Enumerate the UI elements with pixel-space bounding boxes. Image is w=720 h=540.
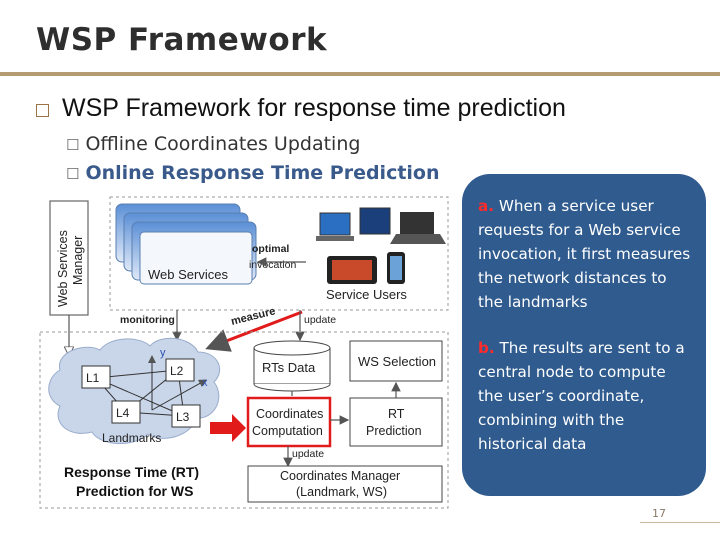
- service-users-label: Service Users: [326, 287, 407, 302]
- step-a-marker: a.: [478, 197, 495, 215]
- axis-y-label: y: [160, 347, 166, 359]
- landmark-l4: [111, 400, 141, 424]
- rts-data-cylinder: [253, 340, 331, 392]
- landmarks-label: Landmarks: [102, 431, 161, 445]
- optimal-label: optimal: [252, 243, 289, 255]
- update-bottom-label: update: [292, 448, 324, 460]
- ws-manager-label: Web Services: [56, 230, 70, 307]
- network-cloud: [48, 337, 220, 445]
- rt-pred-line2: Prediction: [366, 424, 422, 438]
- sub-item-offline: ☐ Offline Coordinates Updating: [66, 133, 360, 155]
- sub-item-label: Offline Coordinates Updating: [85, 133, 361, 155]
- top-dashed-area: [109, 196, 449, 311]
- monitoring-label: monitoring: [120, 314, 175, 326]
- rt-title-line1: Response Time (RT): [64, 464, 199, 480]
- highlight-arrow: [210, 414, 246, 442]
- coords-mgr-line1: Coordinates Manager: [280, 469, 400, 483]
- coords-comp-line1: Coordinates: [256, 407, 323, 421]
- web-services-icon: [115, 203, 257, 285]
- explanation-callout: a. When a service user requests for a We…: [462, 174, 706, 496]
- bottom-dashed-area: [39, 331, 449, 509]
- rt-title-line2: Prediction for WS: [76, 483, 193, 499]
- measure-arrow: [205, 310, 303, 352]
- coords-mgr-line2: (Landmark, WS): [296, 485, 387, 499]
- rt-prediction-box: [349, 397, 443, 447]
- service-users-icons: [316, 207, 446, 284]
- web-services-label: Web Services: [148, 267, 228, 282]
- landmark-l4-label: L4: [116, 406, 130, 420]
- rt-pred-line1: RT: [388, 407, 405, 421]
- checkbox-icon: ☐: [66, 165, 80, 183]
- landmark-l3-label: L3: [176, 410, 190, 424]
- ws-manager-label: Manager: [71, 236, 85, 285]
- landmark-l3: [171, 404, 201, 428]
- page-number: 17: [652, 507, 666, 520]
- landmark-l2-label: L2: [170, 364, 184, 378]
- landmark-l2: [165, 358, 195, 382]
- landmark-l1: [81, 365, 111, 389]
- ws-manager-box: [49, 200, 89, 316]
- callout-step-b: b. The results are sent to a central nod…: [478, 336, 692, 456]
- invocation-label: invocation: [249, 259, 296, 271]
- main-bullet: WSP Framework for response time predicti…: [62, 94, 566, 122]
- coords-comp-line2: Computation: [252, 424, 323, 438]
- coordinates-manager-box: [247, 465, 443, 503]
- sub-item-label: Online Response Time Prediction: [85, 162, 440, 184]
- ws-selection-box: [349, 340, 443, 382]
- title-underline: [0, 72, 720, 76]
- rts-data-label: RTs Data: [262, 360, 316, 375]
- coordinates-computation-box: [246, 396, 332, 448]
- axis-x-label: x: [202, 377, 208, 389]
- sub-item-online: ☐ Online Response Time Prediction: [66, 162, 440, 184]
- landmark-l1-label: L1: [86, 371, 100, 385]
- callout-step-a: a. When a service user requests for a We…: [478, 194, 692, 314]
- x-axis: [151, 379, 207, 411]
- checkbox-icon: ☐: [66, 136, 80, 154]
- step-a-text: When a service user requests for a Web s…: [478, 197, 691, 311]
- ws-selection-label: WS Selection: [358, 354, 436, 369]
- page-number-rule: [640, 522, 720, 523]
- bullet-marker: [36, 104, 49, 117]
- step-b-marker: b.: [478, 339, 495, 357]
- slide-title: WSP Framework: [36, 22, 328, 58]
- update-top-label: update: [304, 314, 336, 326]
- step-b-text: The results are sent to a central node t…: [478, 339, 685, 453]
